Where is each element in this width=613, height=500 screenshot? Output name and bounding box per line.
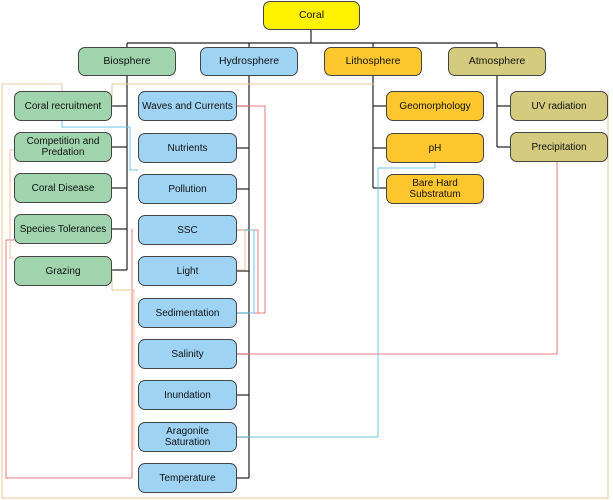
node-temperature: Temperature [138, 463, 237, 493]
node-grazing: Grazing [14, 256, 112, 286]
node-bare-hard-substratum: Bare Hard Substratum [386, 174, 484, 204]
node-aragonite-saturation: Aragonite Saturation [138, 422, 237, 452]
node-ph: pH [386, 133, 484, 163]
node-hydrosphere: Hydrosphere [200, 47, 298, 76]
node-species-tolerances: Species Tolerances [14, 214, 112, 244]
node-coral: Coral [263, 1, 360, 30]
node-lithosphere: Lithosphere [324, 47, 422, 76]
tan-links [1, 83, 609, 499]
node-competition-and-predation: Competition and Predation [14, 132, 112, 162]
node-inundation: Inundation [138, 380, 237, 410]
node-coral-disease: Coral Disease [14, 173, 112, 203]
node-biosphere: Biosphere [78, 47, 176, 76]
node-geomorphology: Geomorphology [386, 91, 484, 121]
node-sedimentation: Sedimentation [138, 298, 237, 328]
node-salinity: Salinity [138, 339, 237, 369]
node-ssc: SSC [138, 215, 237, 245]
node-waves-and-currents: Waves and Currents [138, 91, 237, 121]
node-atmosphere: Atmosphere [448, 47, 546, 76]
node-nutrients: Nutrients [138, 133, 237, 163]
node-uv-radiation: UV radiation [510, 91, 608, 121]
node-light: Light [138, 256, 237, 286]
node-pollution: Pollution [138, 174, 237, 204]
node-coral-recruitment: Coral recruitment [14, 91, 112, 121]
node-precipitation: Precipitation [510, 132, 608, 162]
